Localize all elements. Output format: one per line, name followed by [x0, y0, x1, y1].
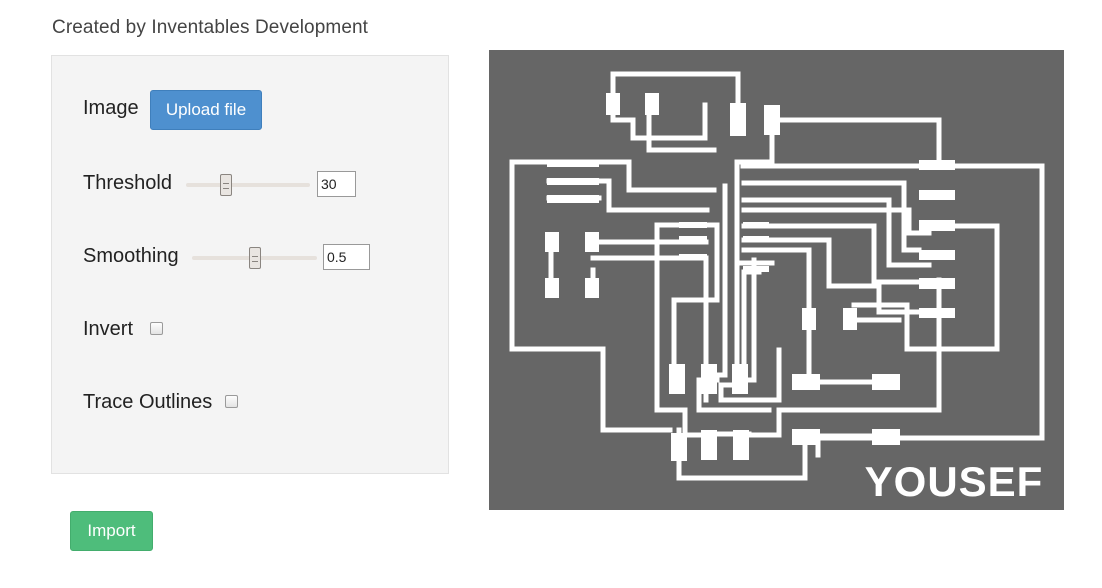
trace-outlines-checkbox[interactable]	[225, 395, 238, 408]
image-label: Image	[83, 97, 139, 119]
credit-text: Created by Inventables Development	[52, 17, 369, 38]
board-label-text: YOUSEF	[865, 458, 1044, 505]
smoothing-input[interactable]	[323, 244, 370, 270]
smoothing-slider-handle[interactable]	[248, 247, 261, 269]
threshold-slider-track[interactable]	[186, 183, 310, 187]
threshold-slider-handle[interactable]	[219, 174, 232, 196]
invert-label: Invert	[83, 318, 134, 340]
image-preview: YOUSEF	[489, 50, 1064, 510]
smoothing-slider[interactable]	[192, 247, 317, 269]
threshold-input[interactable]	[317, 171, 356, 197]
threshold-slider[interactable]	[186, 174, 310, 196]
trace-outlines-label: Trace Outlines	[83, 391, 213, 413]
upload-file-button[interactable]: Upload file	[150, 90, 262, 130]
circuit-pads	[545, 93, 955, 461]
threshold-label: Threshold	[83, 172, 172, 194]
settings-panel: Image Upload file Threshold Smoothing In…	[51, 55, 449, 474]
smoothing-label: Smoothing	[83, 245, 179, 267]
import-button[interactable]: Import	[70, 511, 153, 551]
invert-checkbox[interactable]	[150, 322, 163, 335]
